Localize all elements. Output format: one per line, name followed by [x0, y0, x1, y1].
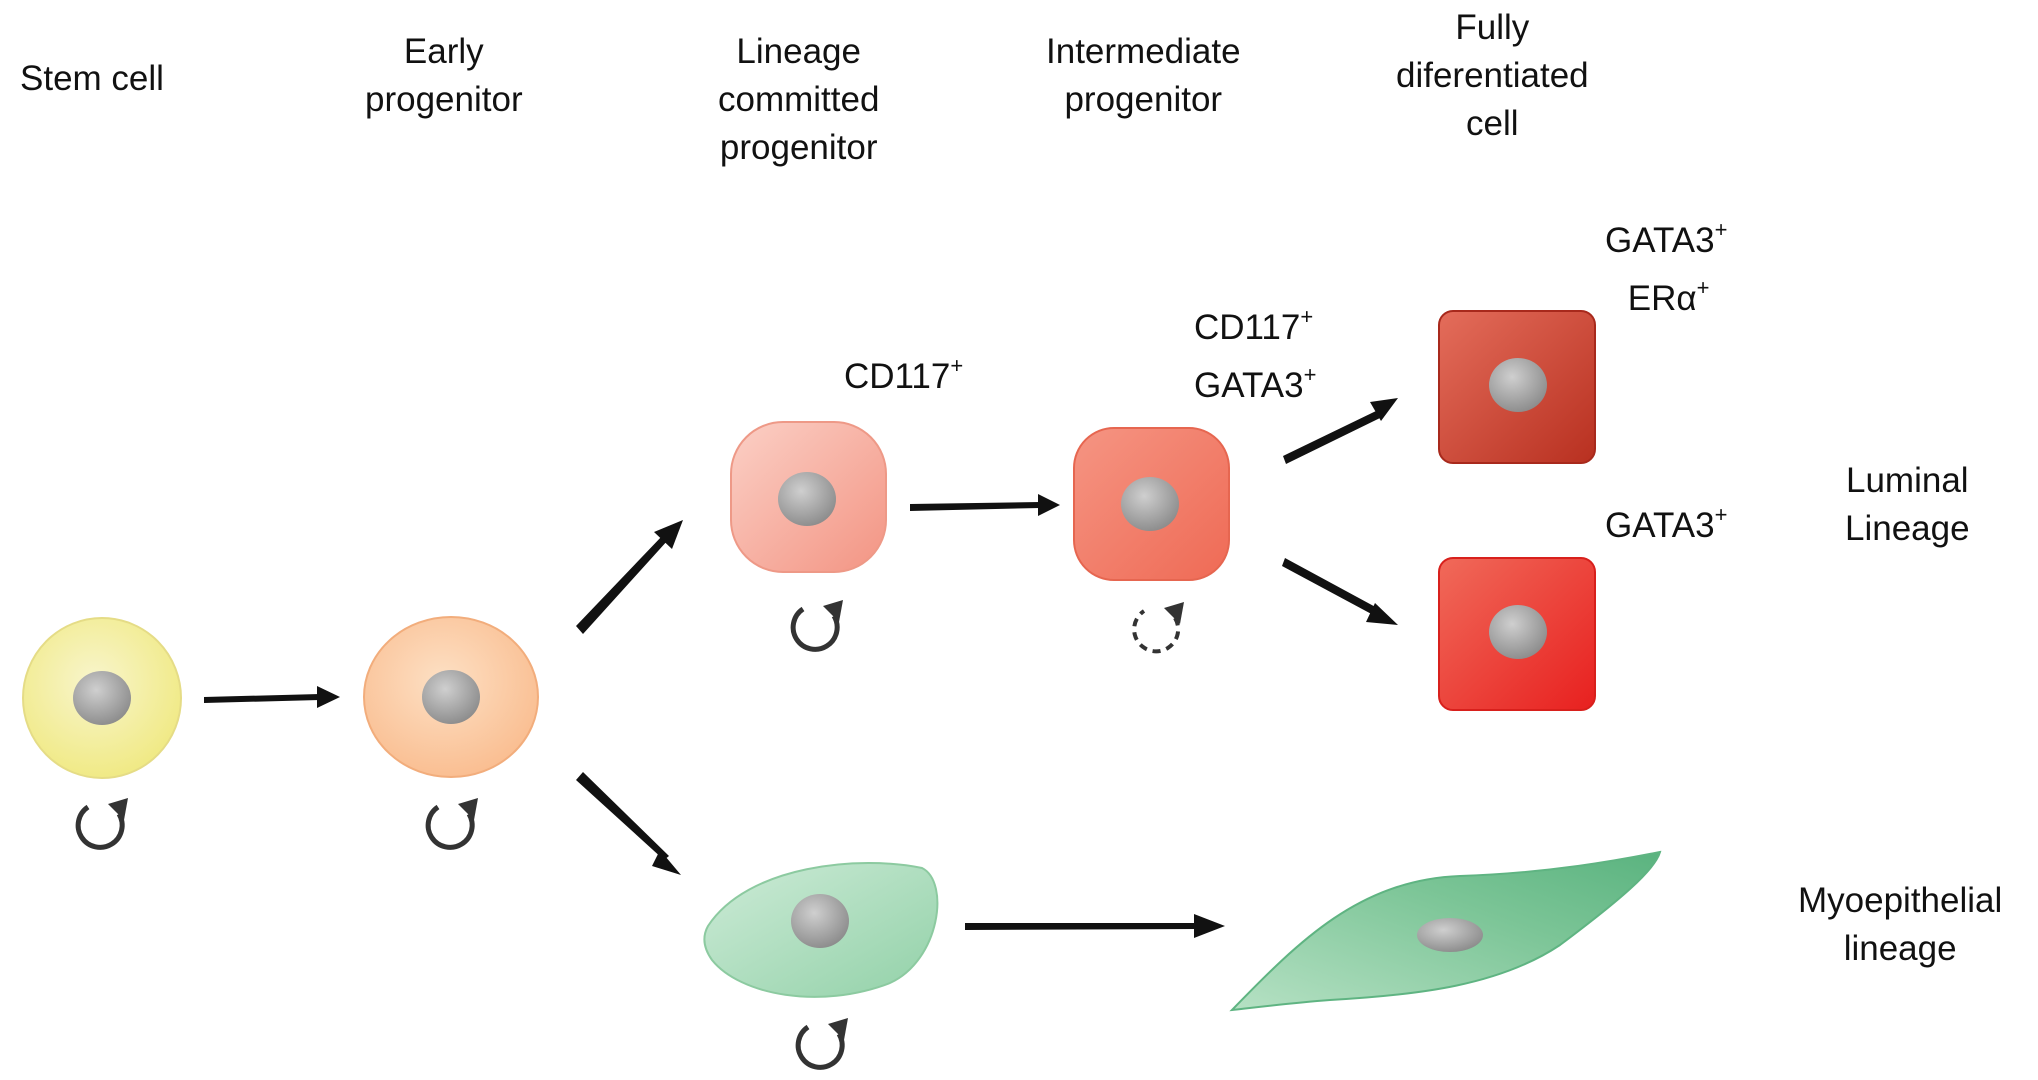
marker-line: ERα+: [1627, 275, 1710, 318]
nucleus: [422, 670, 480, 724]
arrow-icon: [1282, 558, 1398, 625]
limited-self-renewal-icon: [1132, 602, 1184, 654]
arrow-icon: [1283, 398, 1398, 464]
myoepithelial-progenitor-cell: [703, 862, 939, 998]
differentiated-er-negative-cell: [1438, 557, 1596, 711]
nucleus: [791, 894, 849, 948]
intermediate-progenitor-cell: [1073, 427, 1230, 581]
differentiated-myoepithelial-cell: [1229, 850, 1662, 1012]
nucleus: [1121, 477, 1179, 531]
header-lineage-committed-progenitor: Lineage committed progenitor: [718, 32, 880, 167]
early-progenitor-cell: [363, 616, 539, 778]
marker-line: CD117+: [1194, 304, 1314, 347]
stem-cell: [22, 617, 182, 779]
nucleus: [778, 472, 836, 526]
arrow-icon: [576, 772, 681, 875]
marker-er-positive: GATA3+ ERα+: [1605, 212, 1727, 328]
self-renewal-icon: [795, 1018, 848, 1070]
marker-line: GATA3+: [1605, 217, 1728, 260]
label-myoepithelial-lineage: Myoepithelial lineage: [1798, 881, 2003, 968]
marker-line: GATA3+: [1194, 362, 1317, 405]
marker-line: CD117+: [844, 353, 964, 396]
marker-committed: CD117+: [844, 348, 963, 406]
self-renewal-icon: [425, 798, 478, 850]
nucleus: [1417, 918, 1483, 952]
header-stem-cell: Stem cell: [20, 59, 164, 98]
header-early-progenitor: Early progenitor: [365, 32, 523, 119]
marker-er-negative: GATA3+: [1605, 497, 1727, 555]
nucleus: [1489, 358, 1547, 412]
arrow-icon: [910, 494, 1060, 516]
marker-line: GATA3+: [1605, 502, 1728, 545]
header-fully-differentiated-cell: Fully diferentiated cell: [1396, 8, 1589, 143]
self-renewal-icon: [75, 798, 128, 850]
arrow-icon: [576, 520, 683, 634]
header-intermediate-progenitor: Intermediate progenitor: [1046, 32, 1241, 119]
arrow-icon: [204, 686, 340, 708]
arrow-icon: [965, 914, 1225, 938]
nucleus: [73, 671, 131, 725]
committed-progenitor-cell: [730, 421, 887, 573]
nucleus: [1489, 605, 1547, 659]
label-luminal-lineage: Luminal Lineage: [1845, 461, 1970, 548]
differentiated-er-positive-cell: [1438, 310, 1596, 464]
marker-intermediate: CD117+ GATA3+: [1194, 299, 1316, 415]
self-renewal-icon: [790, 600, 843, 652]
